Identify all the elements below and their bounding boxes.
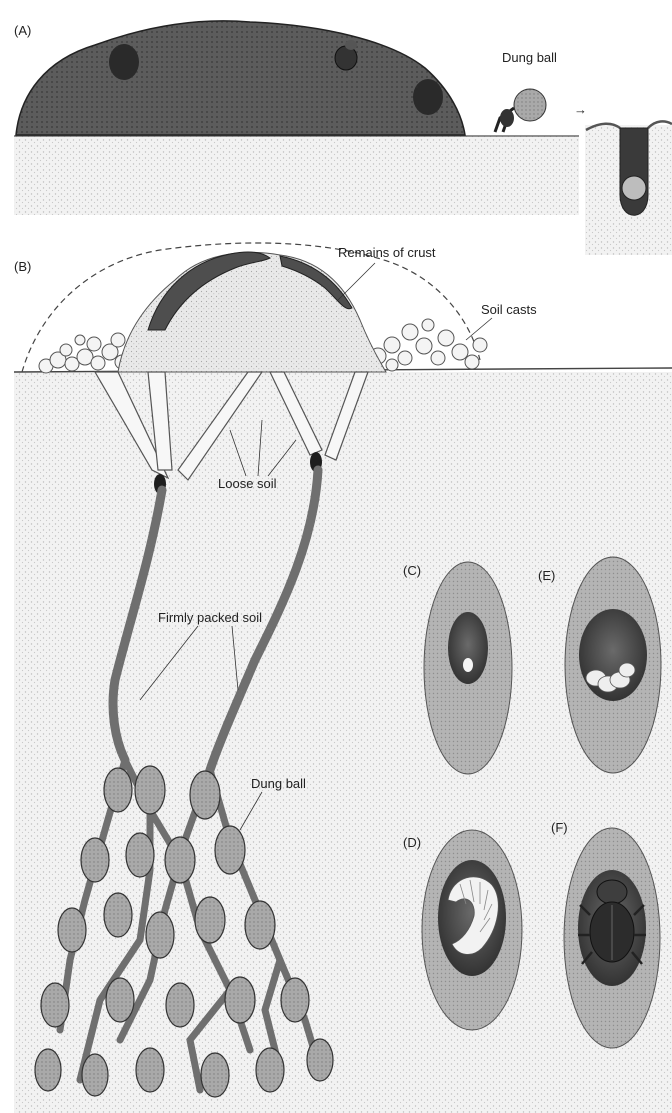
brood-ball [307,1039,333,1081]
brood-ball [104,893,132,937]
brood-ball [41,983,69,1027]
soil-casts-right [370,319,487,371]
brood-ball [58,908,86,952]
brood-ball [245,901,275,949]
brood-ball [135,766,165,814]
beetle-hole-left [109,44,139,80]
brood-ball [82,1054,108,1096]
burrow-shaft [620,128,648,215]
brood-ball [195,897,225,943]
cavity-c [448,612,488,684]
brood-ball [126,833,154,877]
egg [463,658,473,672]
brood-ball [104,768,132,812]
panel-label-a: (A) [14,23,31,38]
panel-label-f: (F) [551,820,568,835]
brood-ball [256,1048,284,1092]
label-dung-ball-bottom: Dung ball [251,776,306,791]
brood-ball [201,1053,229,1097]
label-soil-casts: Soil casts [481,302,537,317]
brood-ball [190,771,220,819]
panel-label-d: (D) [403,835,421,850]
brood-ball [215,826,245,874]
brood-ball [106,978,134,1022]
brood-ball [35,1049,61,1091]
soil-casts-left [39,333,129,373]
brood-ball [136,1048,164,1092]
label-remains-of-crust: Remains of crust [338,245,436,260]
beetle-hole-right [413,79,443,115]
label-dung-ball-top: Dung ball [502,50,557,65]
panel-a: Dung ball → (A) [14,21,672,255]
buried-dung-ball [622,176,646,200]
brood-ball [225,977,255,1023]
dung-ball-rolling [495,89,546,132]
panel-label-e: (E) [538,568,555,583]
brood-ball [166,983,194,1027]
brood-ball [81,838,109,882]
brood-ball [165,837,195,883]
brood-ball [146,912,174,958]
panel-label-c: (C) [403,563,421,578]
arrow: → [574,102,587,117]
dung-pat [16,21,465,135]
ground-a [14,135,579,215]
panel-label-b: (B) [14,259,31,274]
label-loose-soil: Loose soil [218,476,277,491]
brood-ball [281,978,309,1022]
label-firmly-packed-soil: Firmly packed soil [158,610,262,625]
